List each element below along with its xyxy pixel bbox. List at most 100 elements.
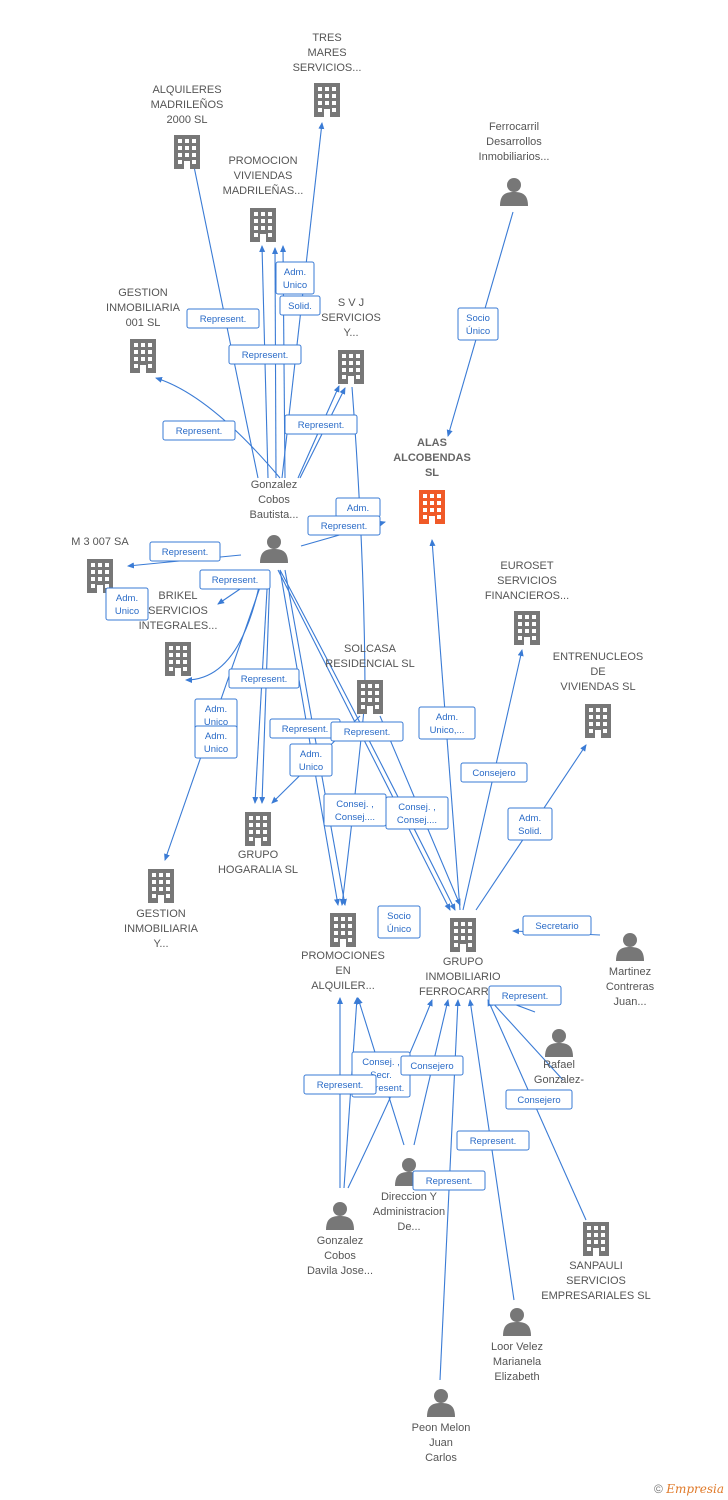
edge-label-l2[interactable]: Solid. [279, 295, 321, 316]
footer-credit: © Empresia [654, 1482, 724, 1496]
edge-label-text: Adm. [205, 731, 227, 742]
node-label-line: SANPAULI [569, 1260, 623, 1272]
relation-edge [489, 999, 564, 1081]
node-label-line: 2000 SL [167, 114, 208, 126]
edge-label-l4[interactable]: Represent. [186, 308, 260, 329]
edge-label-text: Consej.... [397, 815, 437, 826]
node-label-line: PROMOCION [228, 155, 297, 167]
node-direccion[interactable]: Direccion YAdministracionDe... [373, 1158, 445, 1233]
brand-logo[interactable]: Empresia [666, 1482, 724, 1496]
edge-label-l23[interactable]: Adm.Solid. [507, 807, 553, 841]
node-label-line: VIVIENDAS [234, 170, 293, 182]
node-martinez[interactable]: MartinezContrerasJuan... [606, 933, 655, 1008]
edge-label-text: Adm. [284, 267, 306, 278]
node-label-line: ENTRENUCLEOS [553, 651, 643, 663]
node-label-line: TRES [312, 32, 341, 44]
edge-label-l16[interactable]: Represent. [269, 718, 341, 739]
edge-label-box [460, 762, 528, 783]
edge-label-l6[interactable]: Represent. [162, 420, 236, 441]
edge-label-l20[interactable]: Consejero [460, 762, 528, 783]
edge-label-l19[interactable]: Adm.Unico [289, 743, 333, 777]
node-svj[interactable]: S V JSERVICIOSY... [321, 297, 381, 384]
edge-label-l11[interactable]: Represent. [199, 569, 271, 590]
building-icon [583, 1222, 609, 1256]
edge-label-box [412, 1170, 486, 1191]
edge-label-l9[interactable]: Represent. [307, 515, 381, 536]
edge-label-l13[interactable]: Represent. [228, 668, 300, 689]
edge-label-text: Socio [466, 313, 490, 324]
edge-label-box [507, 807, 553, 841]
edge-label-l10[interactable]: Represent. [149, 541, 221, 562]
node-promociones_alq[interactable]: PROMOCIONESENALQUILER... [301, 913, 385, 992]
edge-label-l25[interactable]: Secretario [522, 915, 592, 936]
edge-label-box [400, 1055, 464, 1076]
node-gestion_y[interactable]: GESTIONINMOBILIARIAY... [124, 869, 199, 950]
node-label-line: Gonzalez [251, 479, 297, 491]
edge-label-l18[interactable]: Adm.Unico,... [418, 706, 476, 740]
edge-label-l8[interactable]: Adm. [335, 497, 381, 518]
building-icon [130, 339, 156, 373]
edge-label-l28[interactable]: Consejero [400, 1055, 464, 1076]
node-promocion_viv[interactable]: PROMOCIONVIVIENDASMADRILEÑAS... [223, 155, 304, 242]
node-tres_mares[interactable]: TRESMARESSERVICIOS... [293, 32, 362, 117]
edge-label-text: Represent. [426, 1176, 472, 1187]
edge-label-l12[interactable]: Adm.Unico [105, 587, 149, 621]
edge-label-l26[interactable]: Represent. [488, 985, 562, 1006]
edge-label-l21[interactable]: Consej. ,Consej.... [323, 793, 387, 827]
building-icon [165, 642, 191, 676]
edge-label-text: Consejero [410, 1061, 453, 1072]
edge-label-l7[interactable]: Represent. [284, 414, 358, 435]
edge-label-l32[interactable]: Represent. [412, 1170, 486, 1191]
node-label-line: Marianela [493, 1356, 542, 1368]
node-label-line: Administracion [373, 1206, 445, 1218]
edge-label-text: Represent. [162, 547, 208, 558]
node-label-line: SL [425, 467, 439, 479]
edge-label-text: Adm. [300, 749, 322, 760]
building-icon [314, 83, 340, 117]
node-label-line: EUROSET [500, 560, 553, 572]
node-label-line: GESTION [118, 287, 168, 299]
edge-label-text: Adm. [436, 712, 458, 723]
node-gonzalez_bautista[interactable]: GonzalezCobosBautista... [250, 479, 299, 563]
edge-label-l31[interactable]: Represent. [456, 1130, 530, 1151]
building-icon [148, 869, 174, 903]
node-euroset[interactable]: EUROSETSERVICIOSFINANCIEROS... [485, 560, 569, 645]
edge-label-box [330, 721, 404, 742]
edge-label-l29[interactable]: Represent. [303, 1074, 377, 1095]
node-brikel[interactable]: BRIKELSERVICIOSINTEGRALES... [139, 590, 218, 676]
copyright-icon: © [654, 1482, 663, 1496]
building-icon [338, 350, 364, 384]
edge-label-l1[interactable]: Adm.Unico [275, 261, 315, 295]
node-ferrocarril_des[interactable]: FerrocarrilDesarrollosInmobiliarios... [479, 121, 550, 206]
edge-label-l14[interactable]: Adm.Unico [194, 698, 238, 732]
edge-label-l15[interactable]: Adm.Unico [194, 725, 238, 759]
edge-label-text: Represent. [502, 991, 548, 1002]
edge-label-text: Unico [115, 606, 139, 617]
building-icon [174, 135, 200, 169]
edge-label-l22[interactable]: Consej. ,Consej.... [385, 796, 449, 830]
node-label-line: SERVICIOS [321, 312, 381, 324]
node-grupo_ferro[interactable]: GRUPOINMOBILIARIOFERROCARRIL... [419, 918, 507, 998]
node-m3007[interactable]: M 3 007 SA [71, 536, 129, 593]
node-label-line: Gonzalez [317, 1235, 363, 1247]
edge-label-l17[interactable]: Represent. [330, 721, 404, 742]
node-label-line: PROMOCIONES [301, 950, 385, 962]
edge-label-l30[interactable]: Consejero [505, 1089, 573, 1110]
edge-label-text: Represent. [321, 521, 367, 532]
edge-label-text: Socio [387, 911, 411, 922]
edge-label-text: Represent. [298, 420, 344, 431]
edge-label-l5[interactable]: Represent. [228, 344, 302, 365]
